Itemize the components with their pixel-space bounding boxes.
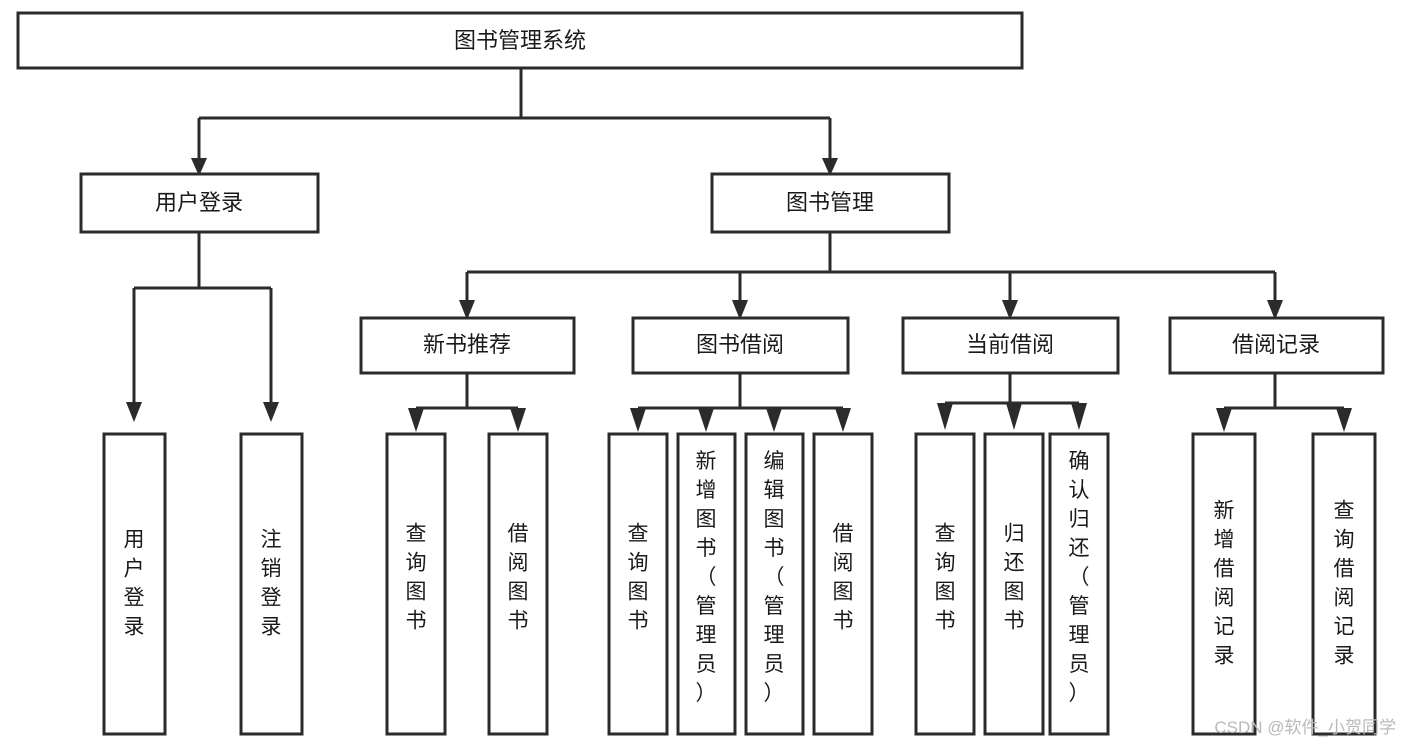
arrow-to-book-management <box>822 158 838 176</box>
node-leaf-user-logout-box[interactable] <box>239 432 304 736</box>
node-leaf-borrow-book-2[interactable]: 借阅图书 <box>812 432 874 736</box>
arrow-to-book-borrow <box>732 300 748 320</box>
node-book-management[interactable]: 图书管理 <box>710 172 951 234</box>
node-leaf-query-book-3-box[interactable] <box>914 432 976 736</box>
connector-user-login-trunk <box>132 232 273 402</box>
node-leaf-edit-book-label: 编辑图书（管理员） <box>764 450 785 705</box>
node-leaf-return-book[interactable]: 归还图书 <box>983 432 1045 736</box>
connector-book-management-trunk <box>465 232 1277 300</box>
node-leaf-edit-book[interactable]: 编辑图书（管理员） <box>744 432 805 736</box>
node-leaf-query-book-2-box[interactable] <box>607 432 669 736</box>
node-leaf-user-logout-label: 注销登录 <box>261 529 282 639</box>
node-new-book-recommend-box[interactable] <box>359 316 576 375</box>
node-new-book-recommend-label: 新书推荐 <box>423 332 511 357</box>
node-user-login-label: 用户登录 <box>155 190 243 215</box>
node-leaf-query-book-1[interactable]: 查询图书 <box>385 432 447 736</box>
csdn-watermark: CSDN @软件_小贺同学 <box>1214 718 1396 737</box>
arrow-to-leaf-query-book-3 <box>937 403 953 430</box>
arrow-to-leaf-borrow-book-1 <box>510 408 526 432</box>
node-root-label: 图书管理系统 <box>454 28 586 53</box>
arrow-to-current-borrow <box>1002 300 1018 320</box>
arrow-to-new-book-recommend <box>459 300 475 320</box>
node-borrow-record-box[interactable] <box>1168 316 1385 375</box>
connector-root-trunk <box>197 68 832 158</box>
node-book-borrow-label: 图书借阅 <box>696 332 784 357</box>
node-book-borrow-box[interactable] <box>631 316 850 375</box>
node-current-borrow[interactable]: 当前借阅 <box>901 316 1120 375</box>
node-user-login[interactable]: 用户登录 <box>79 172 320 234</box>
arrow-to-borrow-record <box>1267 300 1283 320</box>
arrow-to-user-login <box>191 158 207 176</box>
node-leaf-query-book-3-label: 查询图书 <box>935 523 956 633</box>
node-user-login-box[interactable] <box>79 172 320 234</box>
node-leaf-edit-book-box[interactable] <box>744 432 805 736</box>
node-leaf-query-book-2-label: 查询图书 <box>628 523 649 633</box>
node-root[interactable]: 图书管理系统 <box>16 11 1024 70</box>
node-leaf-return-book-label: 归还图书 <box>1004 523 1025 633</box>
arrow-to-leaf-user-logout <box>263 402 279 422</box>
node-leaf-query-book-1-box[interactable] <box>385 432 447 736</box>
arrow-to-leaf-query-book-1 <box>408 408 424 432</box>
node-leaf-confirm-return-box[interactable] <box>1048 432 1110 736</box>
node-leaf-borrow-book-2-box[interactable] <box>812 432 874 736</box>
node-leaf-add-record[interactable]: 新增借阅记录 <box>1191 432 1257 736</box>
node-book-management-box[interactable] <box>710 172 951 234</box>
node-book-borrow[interactable]: 图书借阅 <box>631 316 850 375</box>
node-leaf-confirm-return-label: 确认归还（管理员） <box>1069 450 1090 705</box>
node-leaf-user-login[interactable]: 用户登录 <box>102 432 167 736</box>
node-leaf-user-login-label: 用户登录 <box>124 529 145 639</box>
arrow-to-leaf-confirm-return <box>1071 403 1087 430</box>
node-leaf-query-book-3[interactable]: 查询图书 <box>914 432 976 736</box>
node-leaf-user-logout[interactable]: 注销登录 <box>239 432 304 736</box>
node-new-book-recommend[interactable]: 新书推荐 <box>359 316 576 375</box>
node-leaf-borrow-book-2-label: 借阅图书 <box>833 523 854 633</box>
arrow-to-leaf-query-book-2 <box>630 408 646 432</box>
connector-new-book-recommend-trunk <box>414 373 520 416</box>
node-leaf-return-book-box[interactable] <box>983 432 1045 736</box>
node-borrow-record[interactable]: 借阅记录 <box>1168 316 1385 375</box>
node-current-borrow-label: 当前借阅 <box>966 332 1054 357</box>
node-leaf-add-book[interactable]: 新增图书（管理员） <box>676 432 737 736</box>
node-leaf-confirm-return[interactable]: 确认归还（管理员） <box>1048 432 1110 736</box>
node-root-box[interactable] <box>16 11 1024 70</box>
arrow-to-leaf-edit-book <box>766 408 782 432</box>
node-leaf-borrow-book-1[interactable]: 借阅图书 <box>487 432 549 736</box>
node-leaf-add-book-label: 新增图书（管理员） <box>696 450 717 705</box>
arrow-to-leaf-return-book <box>1006 403 1022 430</box>
node-borrow-record-label: 借阅记录 <box>1232 332 1320 357</box>
node-leaf-add-record-box[interactable] <box>1191 432 1257 736</box>
node-leaf-add-book-box[interactable] <box>676 432 737 736</box>
arrow-to-leaf-user-login <box>126 402 142 422</box>
node-leaf-query-record[interactable]: 查询借阅记录 <box>1311 432 1377 736</box>
node-leaf-query-record-label: 查询借阅记录 <box>1334 500 1355 668</box>
node-book-management-label: 图书管理 <box>786 190 874 215</box>
arrow-to-leaf-add-record <box>1216 408 1232 432</box>
node-leaf-query-record-box[interactable] <box>1311 432 1377 736</box>
node-leaf-borrow-book-1-label: 借阅图书 <box>508 523 529 633</box>
node-leaf-user-login-box[interactable] <box>102 432 167 736</box>
arrow-to-leaf-borrow-book-2 <box>835 408 851 432</box>
node-leaf-query-book-1-label: 查询图书 <box>406 523 427 633</box>
connectors-layer <box>126 68 1352 432</box>
connector-borrow-record-trunk <box>1222 373 1346 416</box>
arrow-to-leaf-query-record <box>1336 408 1352 432</box>
node-leaf-borrow-book-1-box[interactable] <box>487 432 549 736</box>
node-leaf-query-book-2[interactable]: 查询图书 <box>607 432 669 736</box>
node-leaf-add-record-label: 新增借阅记录 <box>1214 500 1235 668</box>
node-current-borrow-box[interactable] <box>901 316 1120 375</box>
connector-book-borrow-trunk <box>636 373 845 416</box>
arrow-to-leaf-add-book <box>698 408 714 432</box>
